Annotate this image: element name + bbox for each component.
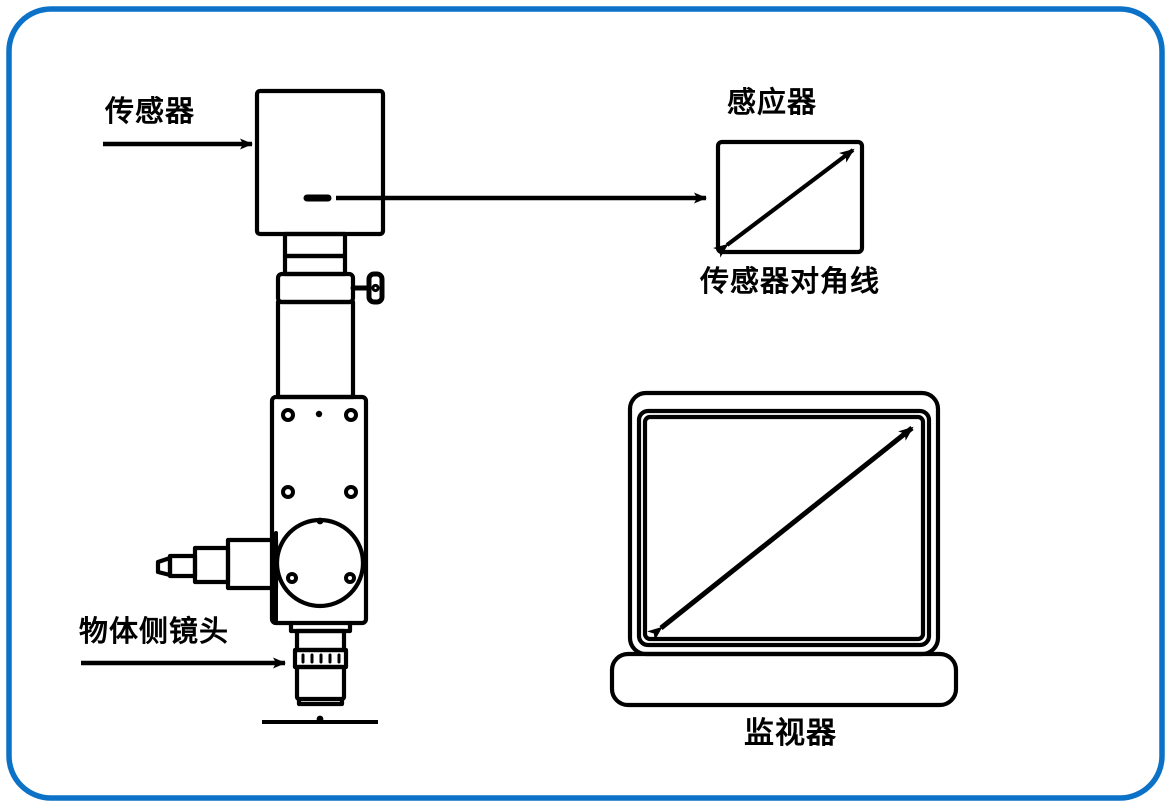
- lens-mount-circle: [274, 517, 366, 609]
- camera-neck-collar-upper: [282, 231, 348, 259]
- monitor-icon: [609, 390, 959, 708]
- camera-tube-lower: [275, 299, 356, 400]
- lens-barrel-ring-top: [294, 628, 347, 653]
- label-sensor-box: 感应器: [727, 85, 818, 119]
- label-object-lens: 物体侧镜头: [79, 614, 230, 648]
- plate-screw-hole-br: [344, 485, 358, 499]
- plate-screw-hole-bl: [281, 485, 295, 499]
- side-lens-segment-mid: [192, 545, 231, 585]
- side-lens-segment-large: [225, 537, 279, 591]
- lens-barrel-base: [296, 696, 345, 707]
- centerline-icon: [262, 715, 378, 724]
- camera-neck-collar-lower: [282, 253, 348, 277]
- plate-center-dot: [315, 410, 323, 418]
- monitor-screen-diagonal: [647, 426, 914, 641]
- label-monitor: 监视器: [744, 716, 837, 751]
- camera-assembly: [155, 88, 386, 707]
- thumbscrew-hole: [371, 283, 380, 293]
- side-lens-nose: [155, 555, 173, 578]
- lens-mount-screw-right: [344, 572, 356, 584]
- label-sensor-camera: 传感器: [105, 94, 196, 128]
- lens-mount-top-dot: [316, 517, 324, 525]
- camera-body-plate: [269, 394, 369, 626]
- figure-border: [6, 6, 1165, 801]
- camera-head-box: [254, 88, 386, 237]
- lens-barrel-body: [294, 664, 347, 702]
- monitor-base: [609, 651, 959, 708]
- side-lens-segment-tip: [167, 553, 198, 579]
- label-sensor-diagonal: 传感器对角线: [700, 264, 881, 298]
- monitor-inner-bezel: [636, 408, 932, 648]
- camera-tube-upper: [275, 271, 356, 305]
- sensor-rectangle-diagonal: [713, 148, 855, 258]
- lens-mount-screw-left: [286, 572, 298, 584]
- plate-screw-hole-tl: [281, 408, 295, 422]
- plate-screw-hole-tr: [344, 408, 358, 422]
